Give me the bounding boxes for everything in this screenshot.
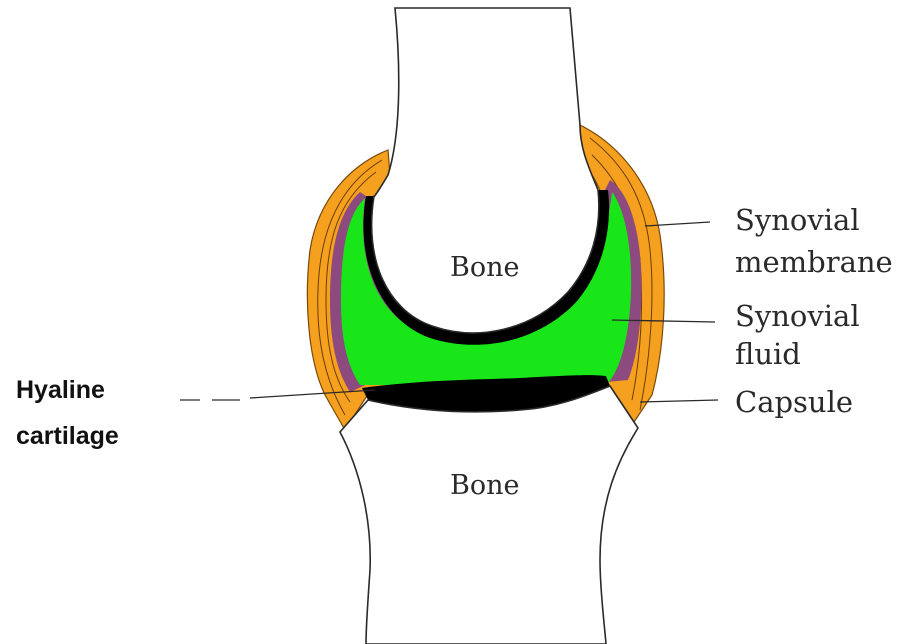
- label-synovial-membrane-line2: membrane: [735, 245, 893, 279]
- label-hyaline-cartilage-line2: cartilage: [16, 422, 119, 450]
- label-capsule: Capsule: [735, 385, 853, 419]
- lower-bone: [340, 386, 638, 644]
- leader-capsule: [640, 400, 718, 402]
- label-hyaline-cartilage-line1: Hyaline: [16, 376, 105, 404]
- label-upper-bone: Bone: [450, 252, 519, 283]
- label-synovial-membrane-line1: Synovial: [735, 203, 860, 237]
- label-synovial-fluid-line2: fluid: [735, 337, 801, 371]
- label-lower-bone: Bone: [450, 470, 519, 501]
- label-synovial-fluid-line1: Synovial: [735, 299, 860, 333]
- upper-bone: [372, 8, 599, 333]
